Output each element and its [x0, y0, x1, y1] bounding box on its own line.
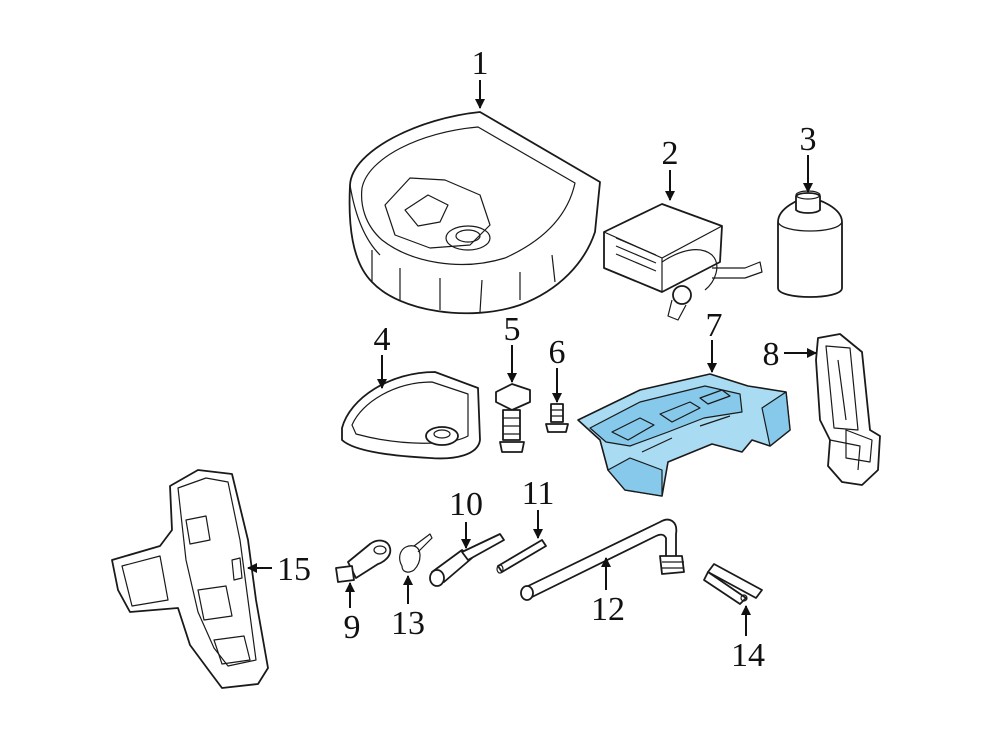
part-7-jack-holder-tray	[577, 373, 791, 497]
part-4-tray	[341, 371, 481, 460]
callout-8: 8	[763, 336, 780, 373]
callout-10: 10	[449, 486, 483, 523]
part-12-crank-handle	[520, 518, 685, 601]
part-10-wrench-adapter	[429, 533, 505, 587]
callout-7: 7	[706, 307, 723, 344]
callout-14: 14	[731, 637, 765, 674]
part-14-holder-clip	[703, 563, 763, 605]
callout-5: 5	[504, 311, 521, 348]
part-5-retaining-bolt	[495, 383, 531, 453]
part-11-extension-rod	[496, 539, 547, 574]
part-2-compressor	[603, 203, 763, 321]
part-1-spare-wheel-well	[348, 111, 601, 315]
callout-1: 1	[472, 45, 489, 82]
part-3-sealant-bottle	[777, 190, 843, 298]
part-6-bolt	[545, 403, 569, 433]
callout-2: 2	[662, 135, 679, 172]
callout-numbers: 1 2 3 4 5 6 7 8 9 10 11 12 13 14 15	[277, 45, 817, 674]
callout-9: 9	[344, 609, 361, 646]
part-8-jack	[815, 333, 881, 486]
part-9-tow-eye	[335, 539, 392, 583]
leader-lines	[247, 80, 817, 636]
part-13-clip	[399, 533, 433, 573]
callout-11: 11	[522, 475, 555, 512]
part-15-tool-holder	[111, 469, 269, 689]
callout-6: 6	[549, 334, 566, 371]
callout-15: 15	[277, 551, 311, 588]
callout-4: 4	[374, 321, 391, 358]
callout-3: 3	[800, 121, 817, 158]
callout-12: 12	[591, 591, 625, 628]
callout-13: 13	[391, 605, 425, 642]
